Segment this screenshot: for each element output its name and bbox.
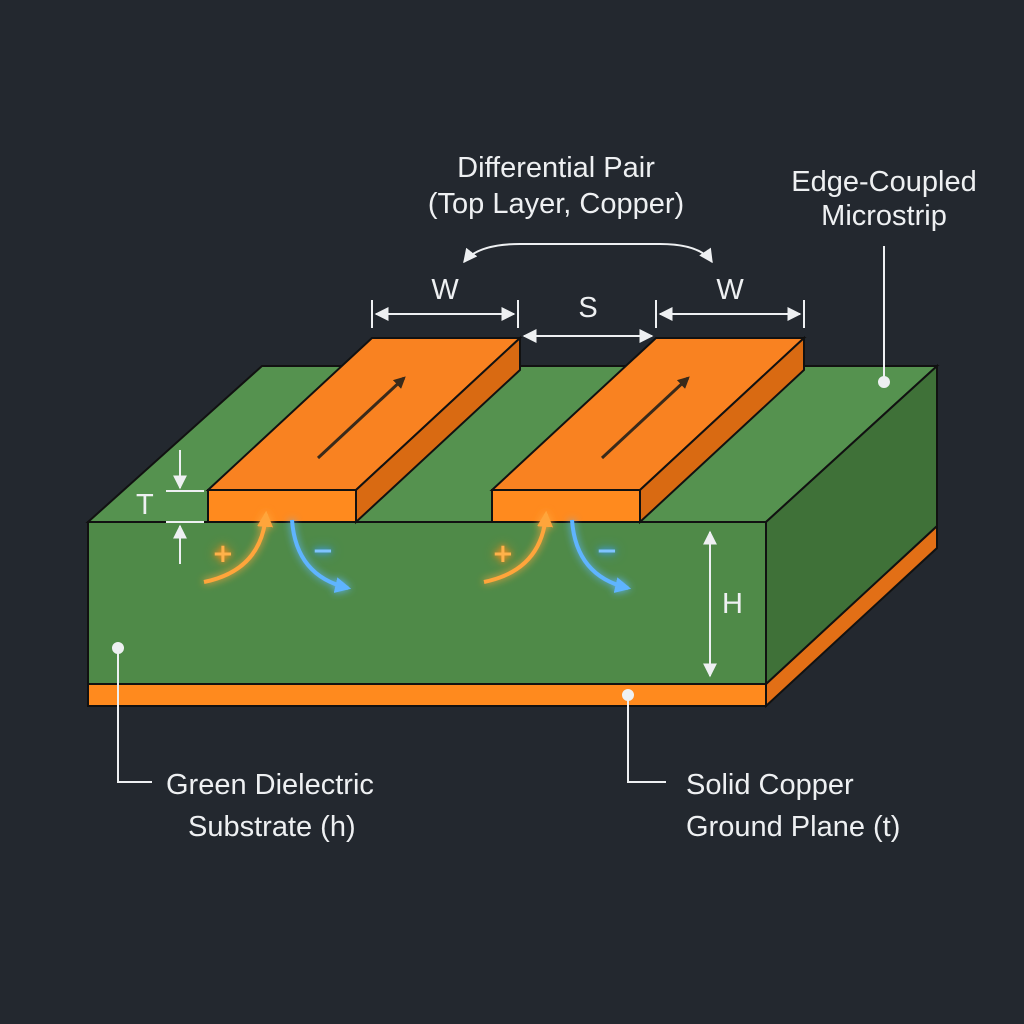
left-trace-signal-arrow [316, 376, 406, 460]
microstrip-type-line2: Microstrip [821, 200, 947, 232]
right-trace-side [639, 335, 805, 525]
microstrip-type-label: Edge-Coupled Microstrip [756, 165, 1012, 233]
substrate-leader [117, 648, 152, 783]
left-trace-front [207, 489, 357, 523]
ground-leader [627, 695, 666, 783]
width-left-dimension [371, 300, 519, 328]
right-negative-current-arrow [570, 519, 632, 593]
left-trace-side [355, 335, 521, 525]
ground-plane-label-line2: Ground Plane (t) [686, 811, 901, 843]
left-positive-sign: + [212, 539, 234, 569]
right-trace-signal-arrow [600, 376, 690, 460]
pair-title: Differential Pair (Top Layer, Copper) [396, 150, 716, 222]
right-trace [489, 335, 807, 525]
ground-plane-label: Solid Copper Ground Plane (t) [686, 764, 900, 848]
thickness-dimension [166, 450, 204, 564]
ground-plane-label-line1: Solid Copper [686, 769, 854, 801]
width-right-dimension [655, 300, 805, 328]
left-trace [205, 335, 523, 525]
left-positive-current-arrow [203, 510, 274, 584]
pair-title-line2: (Top Layer, Copper) [427, 188, 685, 220]
pair-callout-arrow [463, 243, 713, 264]
width-left-label: W [431, 274, 459, 306]
left-negative-sign: − [312, 536, 334, 566]
substrate-label-line1: Green Dielectric [166, 769, 374, 801]
left-negative-current-arrow [290, 519, 352, 593]
thickness-label: T [136, 489, 154, 521]
right-negative-sign: − [596, 536, 618, 566]
right-positive-sign: + [492, 539, 514, 569]
substrate-label: Green Dielectric Substrate (h) [166, 764, 374, 848]
width-right-label: W [716, 274, 744, 306]
dielectric-side [765, 363, 938, 687]
spacing-label: S [578, 292, 598, 324]
right-trace-front [491, 489, 641, 523]
substrate-label-line2: Substrate (h) [188, 811, 356, 843]
right-positive-current-arrow [483, 510, 554, 584]
height-label: H [722, 588, 743, 620]
ground-plane-front [87, 683, 767, 707]
dielectric-front [87, 521, 767, 685]
microstrip-type-line1: Edge-Coupled [791, 166, 977, 198]
leader-lines [112, 246, 890, 783]
pair-title-line1: Differential Pair [457, 152, 655, 184]
